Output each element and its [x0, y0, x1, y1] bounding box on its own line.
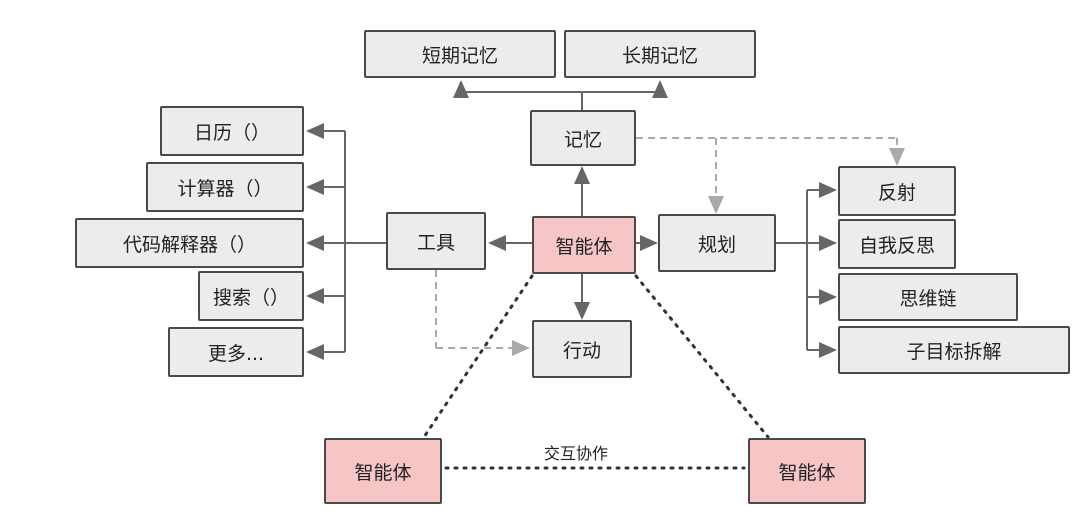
memory-node: 记忆 — [530, 110, 636, 166]
planning-node: 规划 — [658, 214, 776, 272]
edge-multi-agent-collaboration — [422, 274, 770, 470]
chain-of-thought-node: 思维链 — [838, 273, 1018, 321]
edge-memory-to-memory-types — [453, 80, 668, 110]
search-tool-node: 搜索（） — [198, 271, 304, 321]
agent-left-node: 智能体 — [324, 438, 442, 504]
calendar-tool-node: 日历（） — [160, 106, 304, 156]
more-tools-node: 更多... — [168, 327, 304, 377]
edge-tools-to-action-dashed — [435, 270, 530, 356]
agent-center-node: 智能体 — [532, 216, 636, 274]
edge-planning-to-methods — [776, 182, 837, 358]
agent-right-node: 智能体 — [748, 438, 866, 504]
self-critique-node: 自我反思 — [838, 219, 956, 269]
interaction-collaboration-label: 交互协作 — [544, 444, 609, 463]
long-term-memory-node: 长期记忆 — [564, 30, 756, 78]
tools-node: 工具 — [386, 212, 486, 270]
short-term-memory-node: 短期记忆 — [364, 30, 556, 78]
edge-memory-to-planning-dashed — [636, 137, 905, 214]
calculator-tool-node: 计算器（） — [146, 162, 304, 212]
reflection-node: 反射 — [838, 166, 956, 216]
action-node: 行动 — [532, 320, 632, 378]
code-interpreter-tool-node: 代码解释器（） — [75, 218, 304, 268]
edge-tools-to-tool-list — [306, 123, 386, 360]
subgoal-decomposition-node: 子目标拆解 — [838, 326, 1070, 374]
